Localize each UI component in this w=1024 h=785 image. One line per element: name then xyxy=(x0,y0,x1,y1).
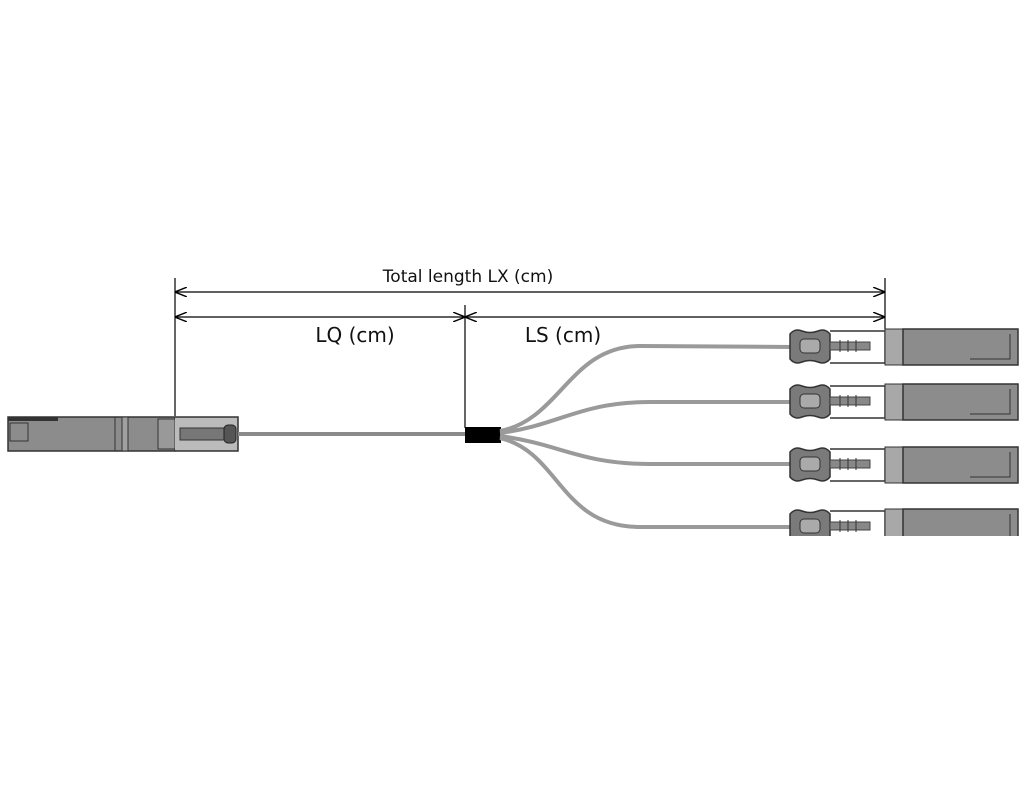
total-length-label: Total length LX (cm) xyxy=(382,267,554,287)
lq-length-label: LQ (cm) xyxy=(315,323,395,347)
ls-length-label: LS (cm) xyxy=(524,323,602,347)
breakout-branches xyxy=(499,343,793,529)
sfp-connector-2 xyxy=(789,383,1019,421)
qsfp-connector xyxy=(7,416,239,452)
dimension-lines xyxy=(174,278,886,428)
sfp-connector-1 xyxy=(789,328,1019,366)
sfp-connector-3 xyxy=(789,446,1019,484)
splitter-boot xyxy=(465,427,501,443)
